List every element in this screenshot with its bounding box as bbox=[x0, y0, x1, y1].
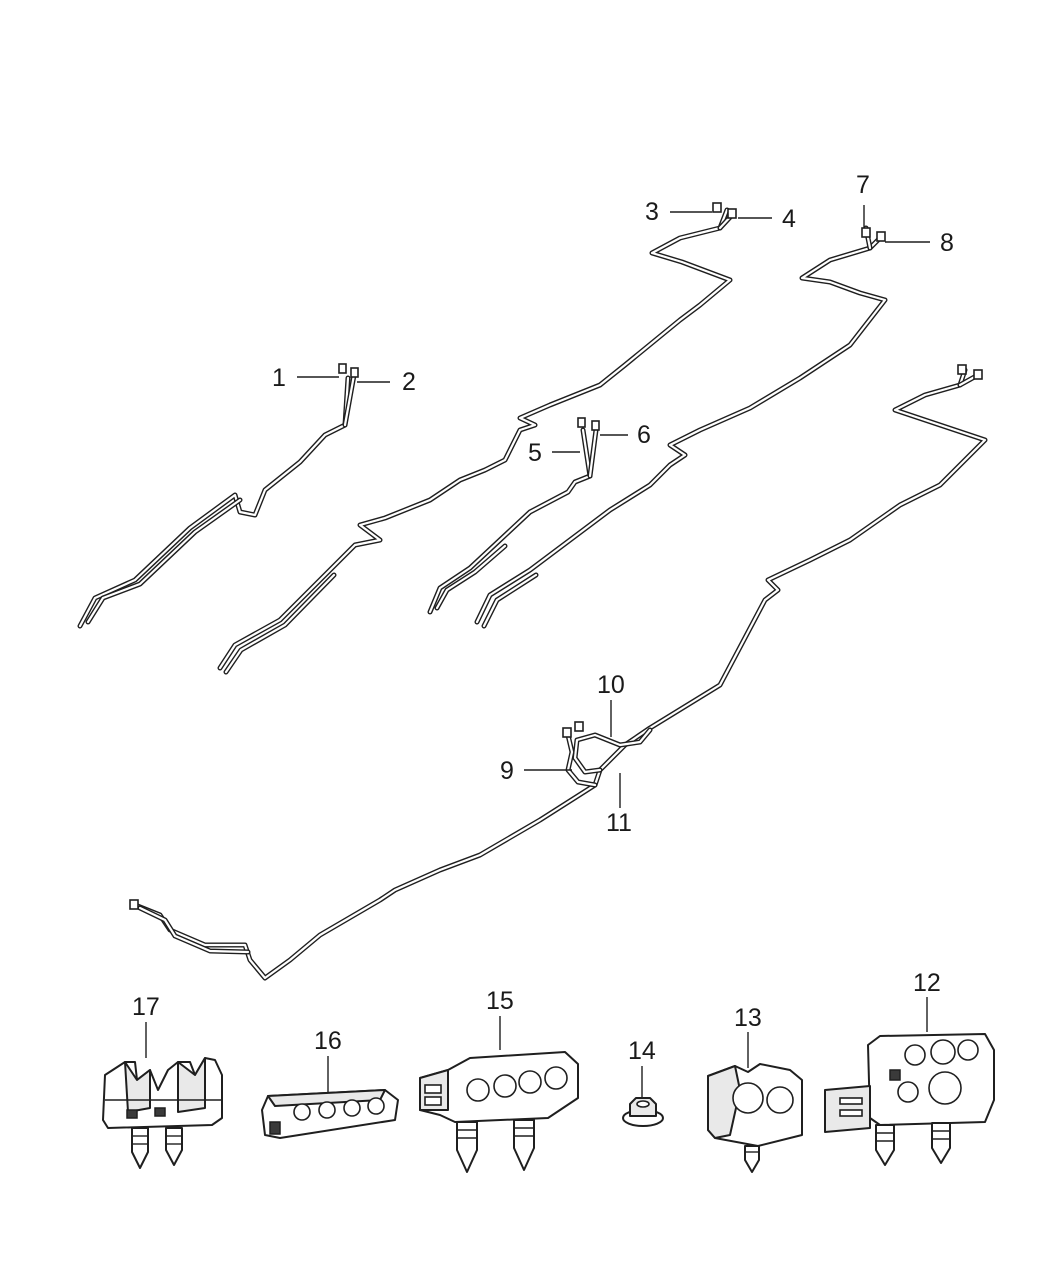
brake-tube-assembly-d bbox=[474, 225, 888, 629]
leader-lines bbox=[145, 205, 930, 1100]
callout-3: 3 bbox=[645, 198, 659, 226]
brake-tube-assembly-a bbox=[77, 363, 359, 629]
callout-9: 9 bbox=[500, 757, 514, 785]
callout-16: 16 bbox=[314, 1027, 342, 1055]
brake-tube-assembly-c bbox=[427, 417, 600, 615]
clip-16 bbox=[261, 1089, 399, 1139]
brake-tube-assembly-b bbox=[217, 202, 737, 675]
callout-5: 5 bbox=[528, 439, 542, 467]
callout-11: 11 bbox=[606, 809, 632, 837]
clip-17 bbox=[102, 1057, 223, 1169]
clip-15 bbox=[419, 1051, 579, 1173]
callout-6: 6 bbox=[637, 421, 651, 449]
callout-1: 1 bbox=[272, 364, 286, 392]
callout-13: 13 bbox=[734, 1004, 762, 1032]
callout-4: 4 bbox=[782, 205, 796, 233]
callout-12: 12 bbox=[913, 969, 941, 997]
nut-14 bbox=[622, 1097, 664, 1127]
clip-13 bbox=[707, 1063, 803, 1173]
callout-15: 15 bbox=[486, 987, 514, 1015]
clip-12 bbox=[824, 1033, 995, 1166]
callout-17: 17 bbox=[132, 993, 160, 1021]
callout-8: 8 bbox=[940, 229, 954, 257]
brake-tube-assembly-e bbox=[129, 364, 988, 981]
callout-10: 10 bbox=[597, 671, 625, 699]
callout-7: 7 bbox=[856, 171, 870, 199]
callout-2: 2 bbox=[402, 368, 416, 396]
callout-labels: 1 2 3 4 5 6 7 8 9 10 11 12 13 14 15 16 1… bbox=[132, 171, 954, 1065]
callout-14: 14 bbox=[628, 1037, 656, 1065]
